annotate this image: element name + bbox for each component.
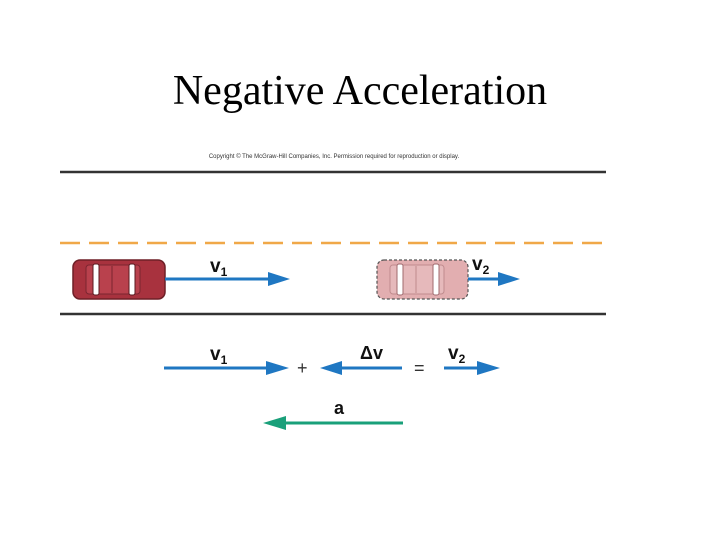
- acceleration-arrow: [263, 416, 403, 430]
- equation-v1-label: v1: [210, 344, 228, 367]
- plus-sign: +: [297, 358, 308, 378]
- road-v1-label: v1: [210, 256, 228, 279]
- road-v2-label: v2: [472, 254, 490, 277]
- equation-v2-arrow: [444, 361, 500, 375]
- delta-v-label: Δv: [360, 343, 383, 363]
- slide-title: Negative Acceleration: [172, 68, 548, 114]
- copyright-notice: Copyright © The McGraw-Hill Companies, I…: [208, 154, 460, 160]
- equation-v2-label: v2: [448, 343, 466, 366]
- equals-sign: =: [414, 358, 425, 378]
- equation-v1-arrow: [164, 361, 289, 375]
- acceleration-label: a: [334, 398, 345, 418]
- road-v2-arrow: [468, 272, 520, 286]
- car-initial: [72, 259, 166, 300]
- delta-v-arrow: [320, 361, 402, 375]
- road-v1-arrow: [165, 272, 290, 286]
- car-later-ghost: [376, 259, 469, 300]
